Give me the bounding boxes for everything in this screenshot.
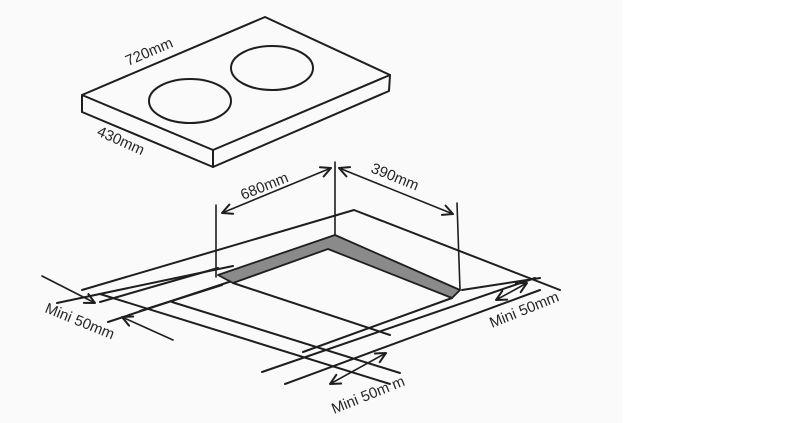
hob-left-side bbox=[81, 94, 214, 168]
left-clearance-label: Mini 50mm bbox=[43, 300, 117, 343]
counter-left-line-3 bbox=[139, 284, 223, 312]
cutout-left-edge bbox=[232, 282, 391, 336]
cutout-depth-label: 390mm bbox=[369, 160, 422, 195]
front-clearance-label: Mini 50m m bbox=[329, 373, 407, 418]
countertop-illustration bbox=[56, 209, 561, 385]
hob-illustration bbox=[81, 16, 391, 168]
extension-right bbox=[456, 202, 461, 291]
cutout-width-label: 680mm bbox=[238, 169, 291, 204]
left-clearance-arrow-outer bbox=[41, 275, 96, 304]
counter-front-line-2 bbox=[284, 289, 541, 385]
burner-left bbox=[148, 78, 232, 124]
hob-right-side bbox=[212, 74, 391, 168]
counter-front-diag-2 bbox=[171, 301, 401, 374]
cutout-right-edge bbox=[302, 297, 453, 353]
hob-top-face bbox=[81, 16, 391, 151]
left-clearance-arrow-inner bbox=[121, 315, 174, 341]
burner-right bbox=[230, 45, 314, 91]
hob-width-label: 720mm bbox=[123, 34, 176, 69]
cutout-width-arrow bbox=[221, 166, 332, 215]
cutout-seat-band bbox=[217, 234, 461, 299]
cutout-depth-arrow bbox=[338, 166, 454, 216]
counter-front-diag-1 bbox=[99, 293, 391, 385]
front-clearance-arrow bbox=[329, 352, 387, 385]
right-clearance-arrow bbox=[495, 282, 528, 301]
counter-front-line-1 bbox=[261, 277, 536, 373]
